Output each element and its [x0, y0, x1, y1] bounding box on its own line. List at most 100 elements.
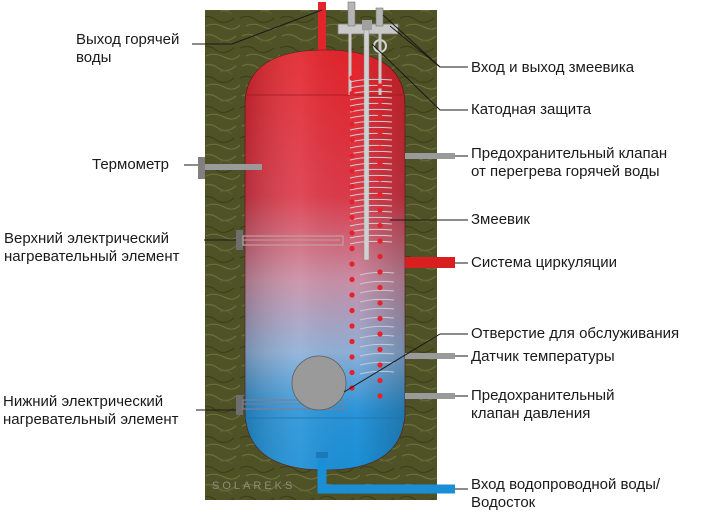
label-cathode: Катодная защита — [471, 101, 592, 118]
coil-loop — [349, 174, 393, 179]
cold-inlet-collar — [316, 452, 328, 458]
coil-dot — [349, 168, 355, 174]
coil-dot — [377, 269, 383, 275]
coil-dot — [377, 207, 383, 213]
coil-dot — [349, 292, 355, 298]
coil-dot — [349, 354, 355, 360]
label-hot-water-outlet: Выход горячей воды — [76, 31, 180, 66]
coil-dot — [377, 362, 383, 368]
coil-loop — [359, 298, 395, 303]
coil-loop — [359, 370, 395, 375]
thermometer-head — [198, 157, 205, 179]
leader-cathode — [371, 43, 468, 111]
coil-dot — [377, 98, 383, 105]
coil-loop — [349, 162, 393, 167]
coil-loop — [359, 289, 395, 294]
coil-loop — [349, 156, 393, 161]
coil-loop — [359, 343, 395, 348]
label-lower-heater: Нижний электрический нагревательный элем… — [3, 393, 179, 428]
coil-fitting-2 — [375, 7, 384, 27]
coil-dot — [377, 191, 383, 198]
leader-lines — [184, 9, 468, 490]
coil-dot — [349, 245, 355, 252]
coil-dot — [349, 338, 355, 345]
coil-dot — [377, 300, 383, 306]
pressure-valve-fitting — [405, 393, 455, 399]
coil-dot — [377, 114, 383, 120]
temp-sensor-fitting — [405, 353, 455, 359]
coil-loop — [349, 102, 393, 107]
coil-loop — [349, 132, 393, 137]
thermometer-probe — [205, 164, 262, 170]
coil-loop — [349, 186, 393, 191]
coil-loop — [359, 280, 395, 285]
leader-hot-outlet — [192, 9, 323, 45]
coil-dot — [377, 160, 383, 167]
coil-loop — [349, 96, 393, 101]
coil-dot — [349, 90, 355, 97]
coil-fitting-1 — [347, 1, 356, 27]
coil-loop — [349, 222, 393, 227]
coil-loop — [349, 240, 393, 245]
lower-heater-head — [236, 395, 243, 415]
coil-loop — [359, 325, 395, 330]
coil-loop — [349, 114, 393, 119]
brand-watermark: SOLAREKS — [212, 480, 296, 492]
coil-loop — [359, 271, 395, 276]
coil-dots — [349, 75, 383, 399]
coil-loop — [359, 316, 395, 321]
coil-dot — [349, 261, 355, 267]
coil-dot — [377, 176, 383, 182]
coil-loop — [349, 78, 393, 83]
coil-loop — [349, 126, 393, 131]
coil-dot — [349, 214, 355, 221]
coil-dot — [349, 230, 355, 236]
label-coil: Змеевик — [471, 211, 530, 228]
coil-dot — [377, 222, 383, 229]
coil-dot — [377, 145, 383, 151]
coil-dot — [377, 331, 383, 337]
coil-loop — [359, 334, 395, 339]
label-cold-inlet: Вход водопроводной воды/ Водосток — [471, 476, 661, 511]
coil-dot — [349, 106, 355, 112]
coil-dot — [377, 284, 383, 291]
circulation-pipe — [405, 257, 455, 268]
coil-dot — [377, 393, 383, 399]
coil-loop — [349, 204, 393, 209]
coil-dot — [349, 199, 355, 205]
coil-loop — [349, 192, 393, 197]
label-overheat-valve: Предохранительный клапан от перегрева го… — [471, 145, 668, 180]
overheat-valve-fitting — [405, 153, 455, 159]
label-temp-sensor: Датчик температуры — [471, 348, 615, 365]
leader-coil-in-out-2 — [382, 14, 441, 68]
coil-dot — [377, 315, 383, 322]
coil-dot — [377, 346, 383, 353]
coil-loop — [349, 144, 393, 149]
upper-heater-head — [236, 230, 243, 250]
coil-dot — [349, 276, 355, 283]
coil-dot — [377, 253, 383, 260]
coil-loop — [349, 180, 393, 185]
coil-dot — [349, 307, 355, 314]
label-pressure-valve: Предохранительный клапан давления — [471, 387, 615, 422]
label-upper-heater: Верхний электрический нагревательный эле… — [4, 230, 180, 265]
label-service-hole: Отверстие для обслуживания — [471, 325, 680, 342]
coil-dot — [377, 83, 383, 89]
service-hole — [291, 355, 347, 411]
coil-loop — [359, 352, 395, 357]
leader-service-hole — [343, 333, 468, 393]
hot-water-outlet-pipe — [318, 2, 326, 54]
coil-dot — [349, 75, 355, 81]
coil-dot — [349, 183, 355, 190]
coil-dot — [377, 238, 383, 244]
coil-dot — [349, 152, 355, 159]
label-thermometer: Термометр — [92, 156, 170, 173]
coil-dot — [377, 377, 383, 384]
coil-dot — [349, 137, 355, 143]
anode-cap — [362, 20, 372, 30]
cold-water-inlet-pipe — [317, 455, 455, 494]
coil-loop — [359, 361, 395, 366]
coil-loop — [349, 234, 393, 239]
coil-loop — [359, 307, 395, 312]
